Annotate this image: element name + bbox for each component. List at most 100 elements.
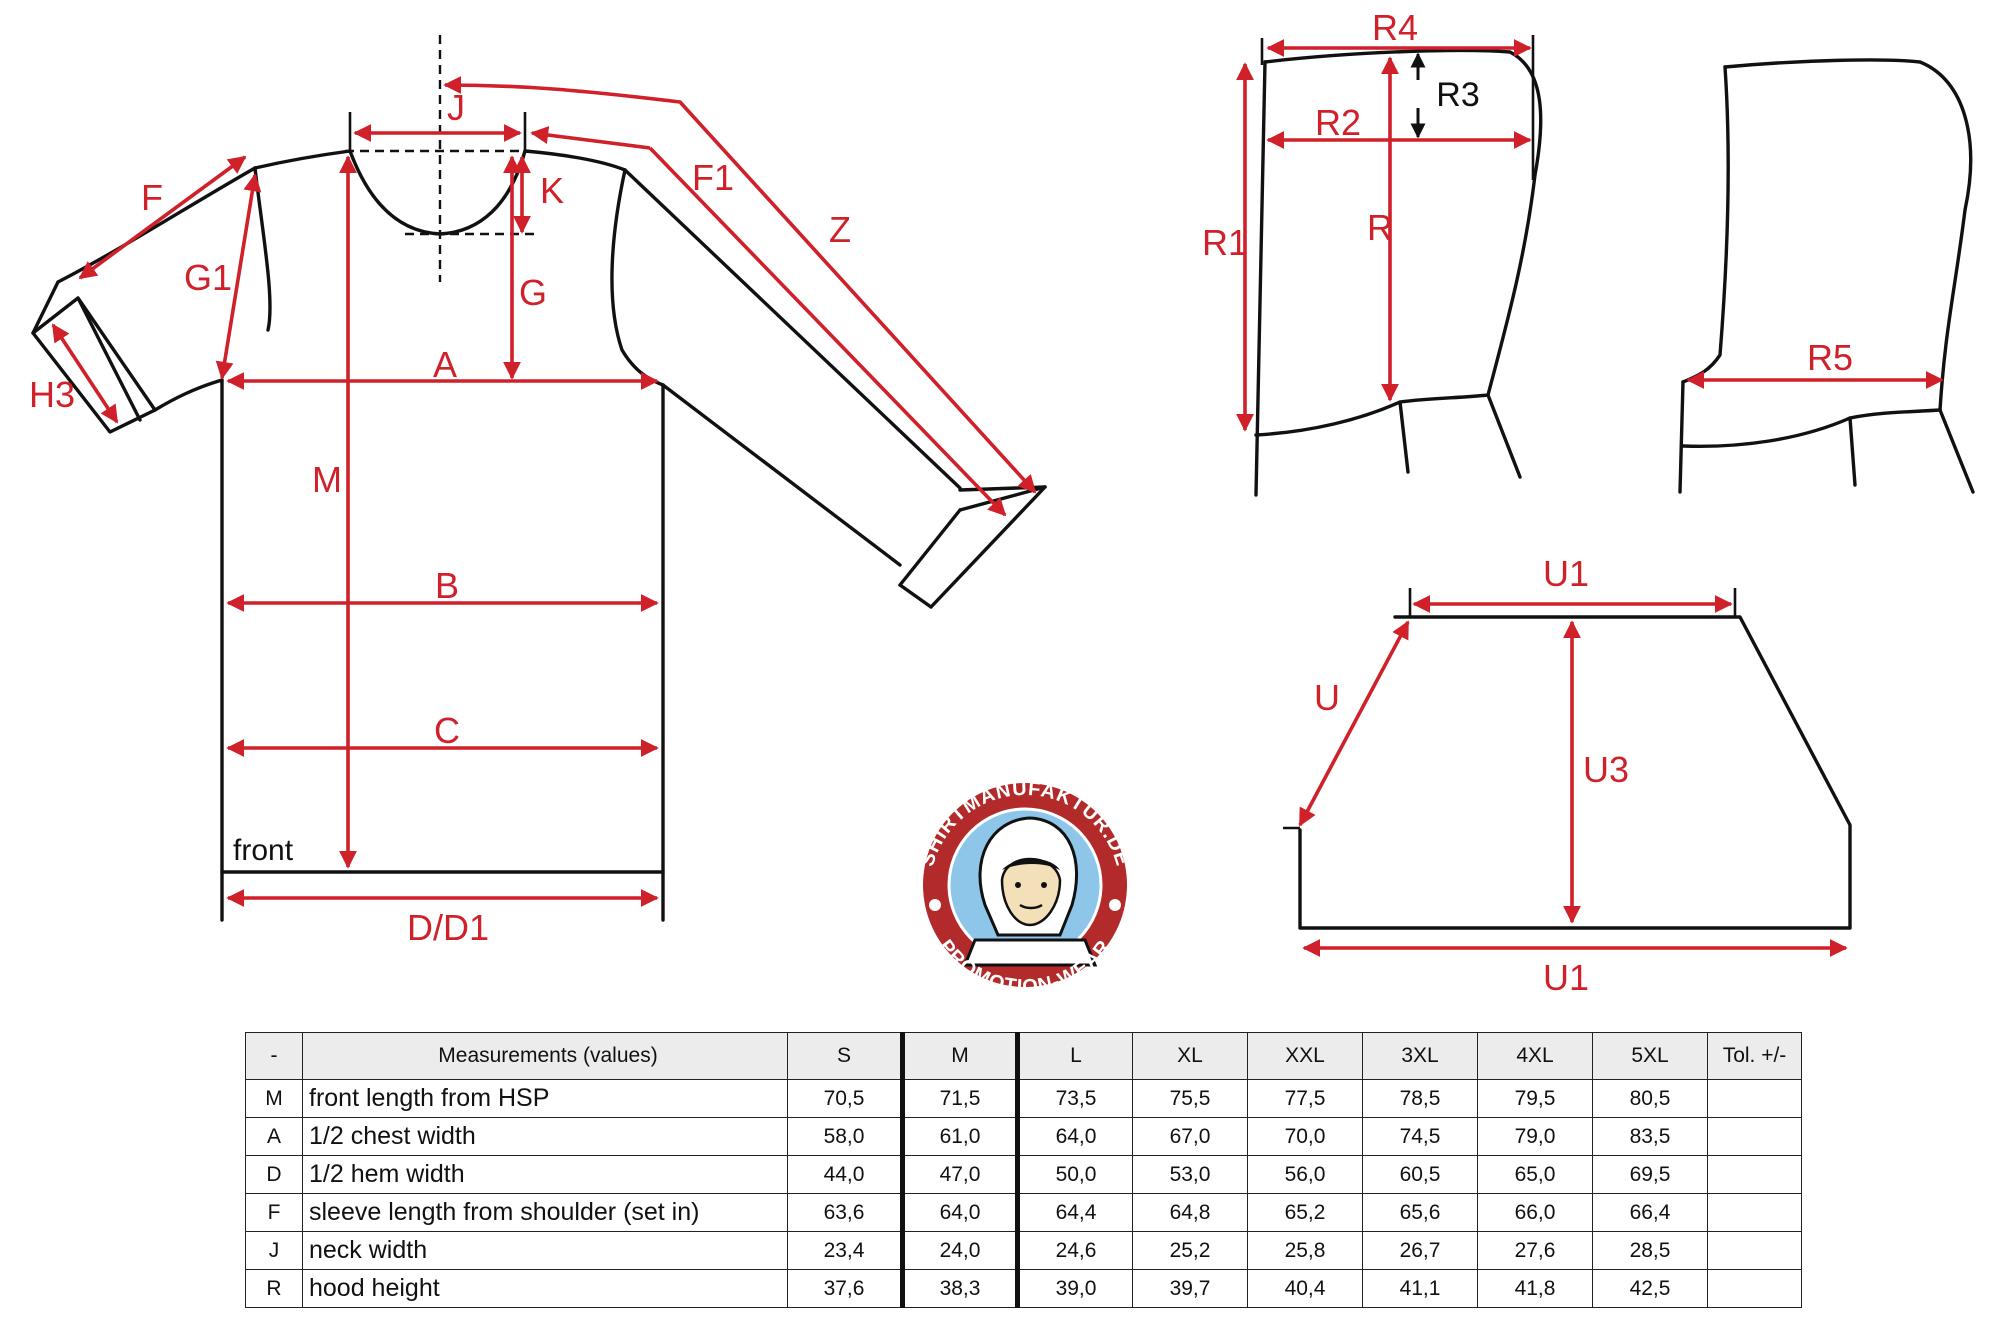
measurement-label-cell: sleeve length from shoulder (set in): [302, 1193, 788, 1232]
value-cell: L: [1017, 1032, 1133, 1080]
value-cell: 5XL: [1592, 1032, 1708, 1080]
label-Z: Z: [829, 209, 851, 250]
value-cell: 65,0: [1477, 1155, 1593, 1194]
value-cell: 42,5: [1592, 1269, 1708, 1308]
value-cell: 67,0: [1132, 1117, 1248, 1156]
hood-side-labels: R4 R3 R2 R1 R: [1202, 7, 1480, 263]
measurement-label-cell: hood height: [302, 1269, 788, 1308]
label-M: M: [312, 459, 342, 500]
value-cell: 44,0: [787, 1155, 905, 1194]
value-cell: 73,5: [1017, 1079, 1133, 1118]
value-cell: 64,8: [1132, 1193, 1248, 1232]
measurement-label-cell: front length from HSP: [302, 1079, 788, 1118]
value-cell: S: [787, 1032, 905, 1080]
row-code-cell: A: [245, 1117, 303, 1156]
measurement-label-cell: 1/2 hem width: [302, 1155, 788, 1194]
label-R5: R5: [1807, 337, 1853, 378]
label-G1: G1: [184, 257, 232, 298]
label-R: R: [1367, 207, 1393, 248]
measurement-label-cell: Measurements (values): [302, 1032, 788, 1080]
star-icon: [929, 899, 941, 911]
value-cell: 66,4: [1592, 1193, 1708, 1232]
value-cell: Tol. +/-: [1707, 1032, 1802, 1080]
value-cell: 58,0: [787, 1117, 905, 1156]
value-cell: 41,1: [1362, 1269, 1478, 1308]
value-cell: 26,7: [1362, 1231, 1478, 1270]
hood-side-drawing: [1254, 35, 1543, 497]
star-icon: [1109, 899, 1121, 911]
row-code-cell: F: [245, 1193, 303, 1232]
value-cell: 69,5: [1592, 1155, 1708, 1194]
value-cell: 25,2: [1132, 1231, 1248, 1270]
value-cell: 56,0: [1247, 1155, 1363, 1194]
value-cell: 60,5: [1362, 1155, 1478, 1194]
value-cell: 65,6: [1362, 1193, 1478, 1232]
label-U3: U3: [1583, 749, 1629, 790]
front-measurement-arrows: [51, 76, 1037, 907]
value-cell: 64,0: [1017, 1117, 1133, 1156]
measurement-label-cell: 1/2 chest width: [302, 1117, 788, 1156]
value-cell: 74,5: [1362, 1117, 1478, 1156]
label-F: F: [141, 177, 163, 218]
value-cell: 79,0: [1477, 1117, 1593, 1156]
row-code-cell: R: [245, 1269, 303, 1308]
astronaut-icon: [962, 816, 1098, 967]
label-U: U: [1314, 677, 1340, 718]
label-R1: R1: [1202, 222, 1248, 263]
value-cell: 39,7: [1132, 1269, 1248, 1308]
row-code-cell: D: [245, 1155, 303, 1194]
value-cell: 41,8: [1477, 1269, 1593, 1308]
value-cell: 64,0: [902, 1193, 1020, 1232]
label-K: K: [540, 170, 564, 211]
value-cell: 83,5: [1592, 1117, 1708, 1156]
value-cell: XXL: [1247, 1032, 1363, 1080]
value-cell: 70,0: [1247, 1117, 1363, 1156]
label-U1-top: U1: [1543, 553, 1589, 594]
value-cell: 38,3: [902, 1269, 1020, 1308]
value-cell: 71,5: [902, 1079, 1020, 1118]
value-cell: [1707, 1079, 1802, 1118]
label-H3: H3: [29, 374, 75, 415]
value-cell: 28,5: [1592, 1231, 1708, 1270]
value-cell: 24,6: [1017, 1231, 1133, 1270]
value-cell: 77,5: [1247, 1079, 1363, 1118]
row-code-cell: -: [245, 1032, 303, 1080]
value-cell: 61,0: [902, 1117, 1020, 1156]
row-code-cell: M: [245, 1079, 303, 1118]
value-cell: [1707, 1117, 1802, 1156]
label-G: G: [519, 272, 547, 313]
value-cell: 39,0: [1017, 1269, 1133, 1308]
value-cell: 27,6: [1477, 1231, 1593, 1270]
value-cell: 40,4: [1247, 1269, 1363, 1308]
value-cell: 80,5: [1592, 1079, 1708, 1118]
label-B: B: [435, 565, 459, 606]
value-cell: 75,5: [1132, 1079, 1248, 1118]
brand-logo: SHIRTMANUFAKTUR.DE PROMOTION-WEAR: [916, 778, 1132, 999]
value-cell: 79,5: [1477, 1079, 1593, 1118]
value-cell: 47,0: [902, 1155, 1020, 1194]
value-cell: 53,0: [1132, 1155, 1248, 1194]
value-cell: 50,0: [1017, 1155, 1133, 1194]
value-cell: [1707, 1193, 1802, 1232]
hood-back-drawing: [1678, 58, 1975, 494]
measurement-label-cell: neck width: [302, 1231, 788, 1270]
label-U1-bottom: U1: [1543, 957, 1589, 998]
label-A: A: [433, 344, 457, 385]
label-F1: F1: [692, 157, 734, 198]
value-cell: 78,5: [1362, 1079, 1478, 1118]
label-J: J: [447, 87, 465, 128]
hood-side-measurements: [1236, 39, 1532, 432]
value-cell: [1707, 1155, 1802, 1194]
label-C: C: [434, 710, 460, 751]
label-R3: R3: [1436, 76, 1479, 114]
value-cell: 23,4: [787, 1231, 905, 1270]
value-cell: 65,2: [1247, 1193, 1363, 1232]
